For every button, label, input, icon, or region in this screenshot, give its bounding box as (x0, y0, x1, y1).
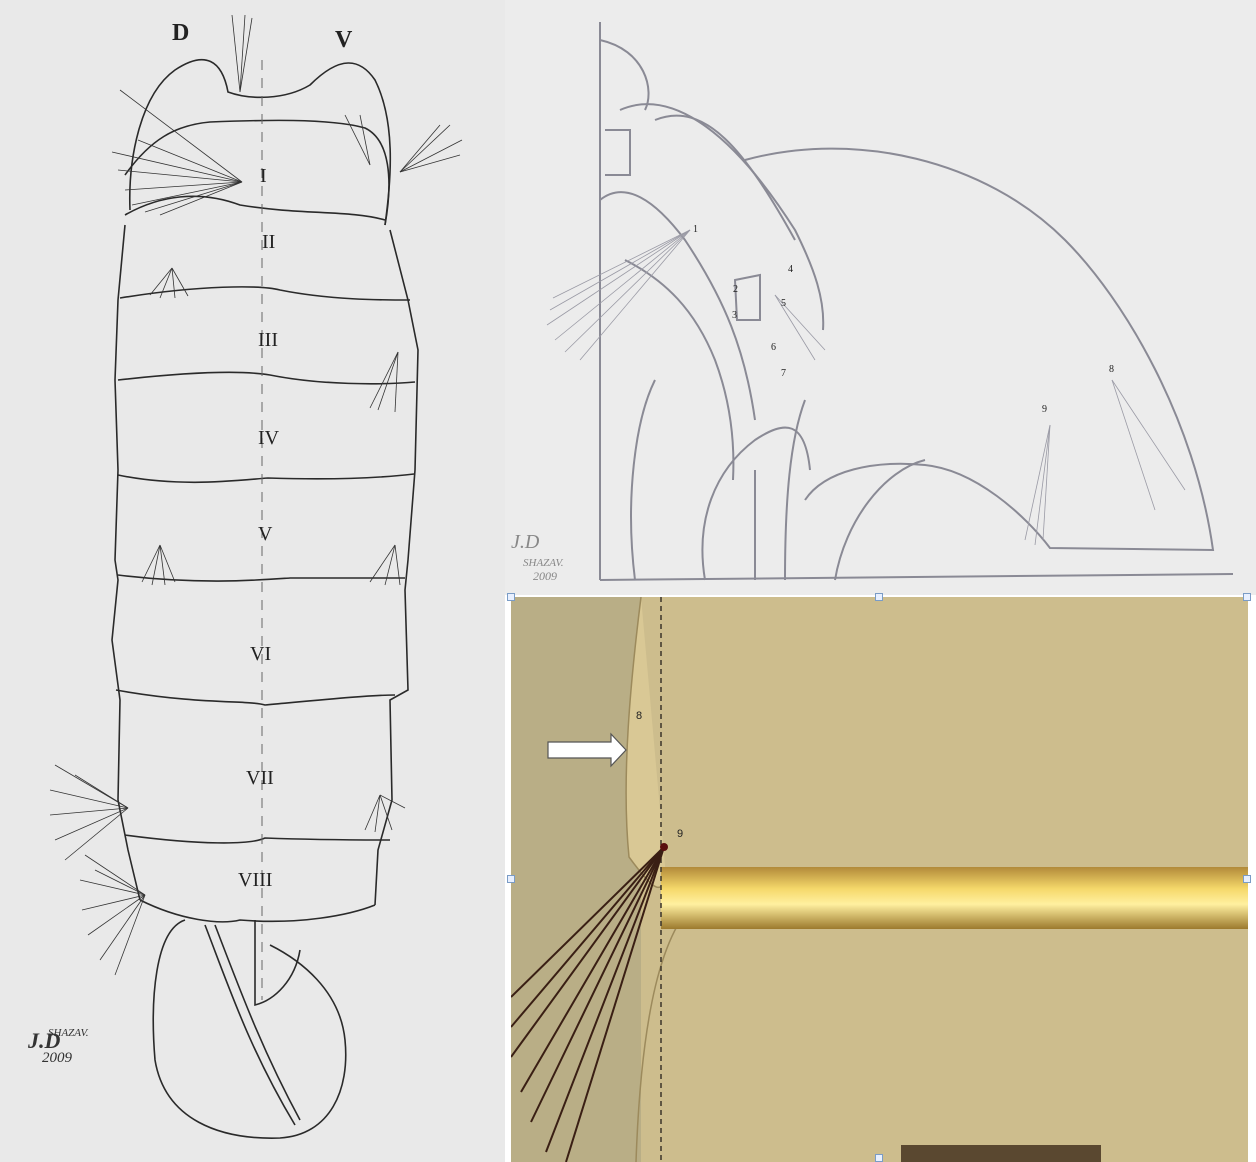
segment-label-vi: VI (250, 643, 271, 665)
segment-label-v: V (258, 523, 273, 545)
seta-fan-segment-1 (112, 90, 242, 215)
lateral-seta-6: 6 (771, 342, 776, 353)
segment-label-iii: III (258, 329, 278, 351)
lateral-seta-8: 8 (1109, 364, 1114, 375)
resize-handle-tc[interactable] (875, 593, 883, 601)
segment-label-viii: VIII (238, 869, 272, 891)
lateral-seta-1: 1 (693, 224, 698, 235)
paddle-outline (153, 920, 345, 1138)
seta-fan-segment-8-left (80, 855, 145, 975)
micro-label-8: 8 (636, 710, 642, 722)
seta-fan-segment-7-left (50, 765, 128, 860)
abdomen-drawing-svg: D V I II III IV V VI VII VIII J.D SHAZAV… (0, 0, 505, 1162)
ventral-header: V (335, 27, 353, 53)
segment-1-boundary (125, 196, 385, 220)
lateral-seta-9: 9 (1042, 404, 1047, 415)
anterior-lobe (600, 40, 649, 110)
lateral-setae (547, 230, 1185, 545)
wing-case-outer (620, 104, 823, 330)
micro-label-9: 9 (677, 828, 683, 840)
resize-handle-bc[interactable] (875, 1154, 883, 1162)
resize-handle-tr[interactable] (1243, 593, 1251, 601)
segment-label-ii: II (262, 231, 275, 253)
setae-tufts (50, 15, 462, 975)
lateral-seta-7: 7 (781, 368, 786, 379)
segment-label-i: I (260, 165, 267, 187)
lateral-drawing-svg: 1 2 3 4 5 6 7 8 9 J.D SHAZAV. 2009 (505, 0, 1256, 595)
lateral-seta-3: 3 (732, 310, 737, 321)
segment-6-boundary (116, 690, 395, 705)
segment-4-boundary (118, 474, 414, 482)
signature-year: 2009 (42, 1050, 73, 1066)
segment-label-iv: IV (258, 427, 280, 449)
lateral-seta-4: 4 (788, 264, 793, 275)
lower-structure (901, 1145, 1101, 1162)
abdomen-outline (745, 149, 1213, 550)
seta-fan-segment-3-right (370, 352, 398, 412)
lateral-seta-5: 5 (781, 298, 786, 309)
segment-7-boundary (125, 835, 390, 843)
lateral-signature-initials: J.D (511, 531, 540, 553)
micrograph-photo: 8 9 (511, 597, 1248, 1162)
segment-8-boundary (140, 900, 375, 922)
seta-9-base (660, 843, 668, 851)
lateral-signature-year: 2009 (533, 569, 557, 583)
thorax-outline (130, 60, 391, 225)
lateral-signature-name: SHAZAV. (523, 557, 564, 569)
baseline (600, 574, 1233, 580)
lateral-drawing: 1 2 3 4 5 6 7 8 9 J.D SHAZAV. 2009 (505, 0, 1256, 595)
signature-name: SHAZAV. (48, 1027, 89, 1039)
dorsal-header: D (172, 20, 189, 46)
micrograph-svg: 8 9 (511, 597, 1248, 1162)
seta-fan-segment-1-right (345, 115, 462, 172)
segment-5-boundary (118, 575, 405, 581)
seta-fan-dorsal-top (232, 15, 252, 92)
segment-label-vii: VII (246, 767, 274, 789)
dorsal-ventral-abdomen-drawing: D V I II III IV V VI VII VIII J.D SHAZAV… (0, 0, 505, 1162)
resize-handle-tl[interactable] (507, 593, 515, 601)
resize-handle-mr[interactable] (1243, 875, 1251, 883)
golden-band (661, 867, 1248, 929)
resize-handle-ml[interactable] (507, 875, 515, 883)
left-body-outline (112, 225, 140, 900)
lateral-seta-2: 2 (733, 284, 738, 295)
segment-3-boundary (118, 372, 415, 383)
